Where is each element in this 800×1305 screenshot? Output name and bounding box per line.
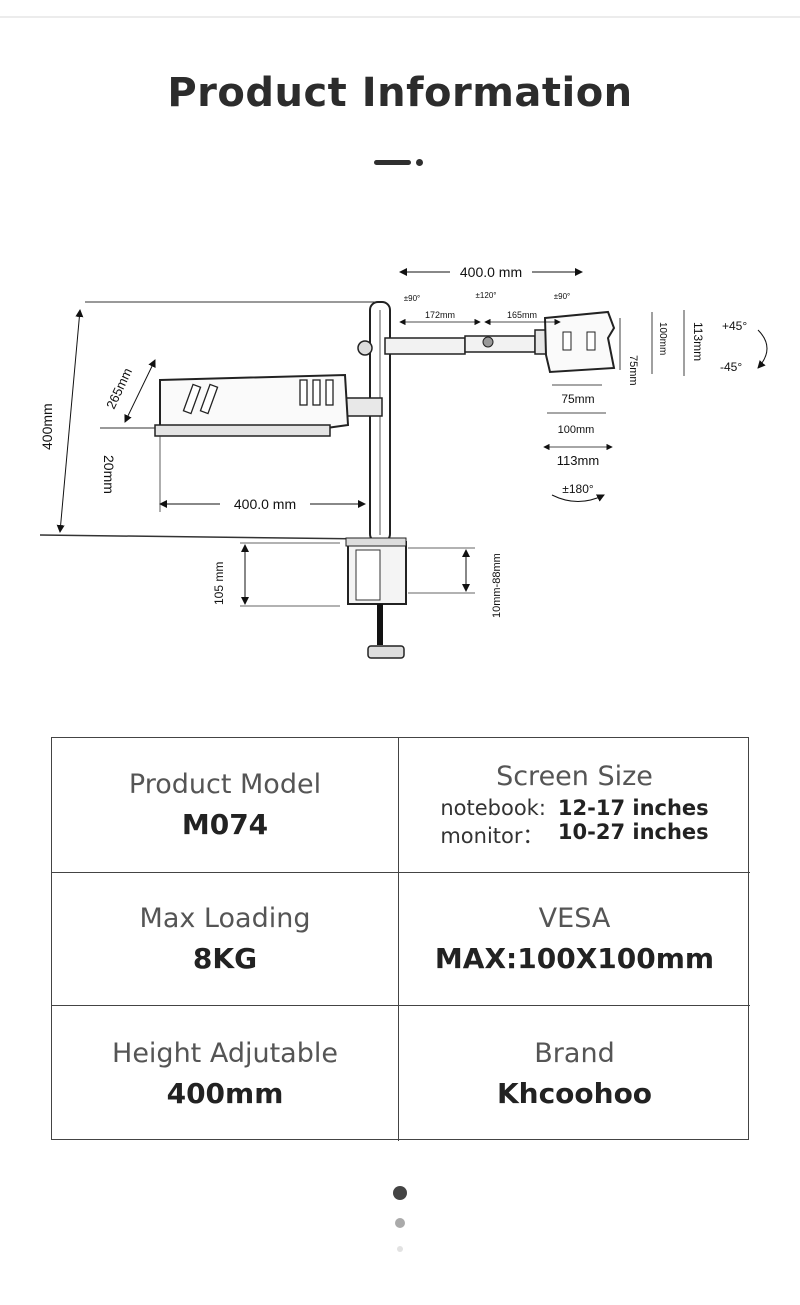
spec-table: Product Model M074 Screen Size notebook:… bbox=[51, 737, 750, 1141]
spec-cell-model: Product Model M074 bbox=[52, 738, 399, 873]
dim-vesa-100-w: 100mm bbox=[558, 424, 595, 436]
dim-plate-113-w: 113mm bbox=[557, 453, 599, 468]
notebook-value: 12-17 inches bbox=[557, 795, 709, 820]
dim-tilt-up: +45° bbox=[722, 319, 747, 333]
dim-rot-mid: ±120° bbox=[476, 291, 497, 300]
dim-tray-thickness: 20mm bbox=[101, 455, 117, 494]
dim-rot-right: ±90° bbox=[554, 292, 571, 301]
dim-plate-113-h: 113mm bbox=[691, 322, 705, 361]
spec-cell-brand: Brand Khcoohoo bbox=[399, 1006, 750, 1141]
page-dot-3[interactable] bbox=[397, 1246, 403, 1252]
dim-arm-width-top: 400.0 mm bbox=[460, 264, 522, 280]
spec-cell-height: Height Adjutable 400mm bbox=[52, 1006, 399, 1141]
top-divider bbox=[0, 16, 800, 18]
vesa-value: MAX:100X100mm bbox=[434, 942, 715, 975]
product-dimension-diagram: 400.0 mm ±90° ±120° ±90° 172mm 165mm 75m… bbox=[30, 250, 790, 670]
vesa-label: VESA bbox=[538, 903, 611, 934]
dim-height-total: 400mm bbox=[39, 403, 55, 450]
page-dot-2[interactable] bbox=[395, 1218, 405, 1228]
brand-label: Brand bbox=[534, 1037, 615, 1069]
dim-vesa-75-w: 75mm bbox=[561, 392, 594, 406]
dim-clamp-depth: 105 mm bbox=[212, 562, 226, 605]
dim-seg2: 165mm bbox=[507, 310, 537, 320]
height-value: 400mm bbox=[166, 1076, 284, 1110]
dim-clamp-range: 10mm-88mm bbox=[491, 553, 503, 618]
dim-rotate: ±180° bbox=[562, 482, 594, 496]
dim-rot-left: ±90° bbox=[404, 294, 421, 303]
page-indicator bbox=[390, 1183, 410, 1263]
dim-seg1: 172mm bbox=[425, 310, 455, 320]
monitor-value: 10-27 inches bbox=[557, 819, 709, 844]
page-title: Product Information bbox=[167, 70, 633, 116]
height-label: Height Adjutable bbox=[112, 1037, 338, 1069]
spec-cell-loading: Max Loading 8KG bbox=[52, 873, 399, 1006]
page-dot-1[interactable] bbox=[393, 1186, 407, 1200]
title-decoration bbox=[374, 158, 434, 168]
dim-tray-depth: 265mm bbox=[103, 366, 135, 412]
dimension-drawing: 400.0 mm ±90° ±120° ±90° 172mm 165mm 75m… bbox=[39, 262, 768, 659]
spec-cell-screen: Screen Size notebook: 12-17 inches monit… bbox=[399, 738, 750, 873]
monitor-key: monitor： bbox=[440, 823, 544, 848]
dim-vesa-100-h: 100mm bbox=[657, 322, 668, 355]
screen-label: Screen Size bbox=[496, 760, 653, 792]
dim-arm-width-bottom: 400.0 mm bbox=[234, 496, 296, 512]
spec-cell-vesa: VESA MAX:100X100mm bbox=[399, 873, 750, 1006]
loading-label: Max Loading bbox=[139, 903, 311, 934]
model-value: M074 bbox=[181, 808, 269, 841]
notebook-key: notebook: bbox=[440, 795, 546, 820]
dim-tilt-down: -45° bbox=[720, 360, 742, 374]
loading-value: 8KG bbox=[192, 942, 258, 975]
dim-vesa-75-h: 75mm bbox=[627, 355, 639, 386]
brand-value: Khcoohoo bbox=[496, 1076, 653, 1110]
model-label: Product Model bbox=[128, 769, 322, 800]
